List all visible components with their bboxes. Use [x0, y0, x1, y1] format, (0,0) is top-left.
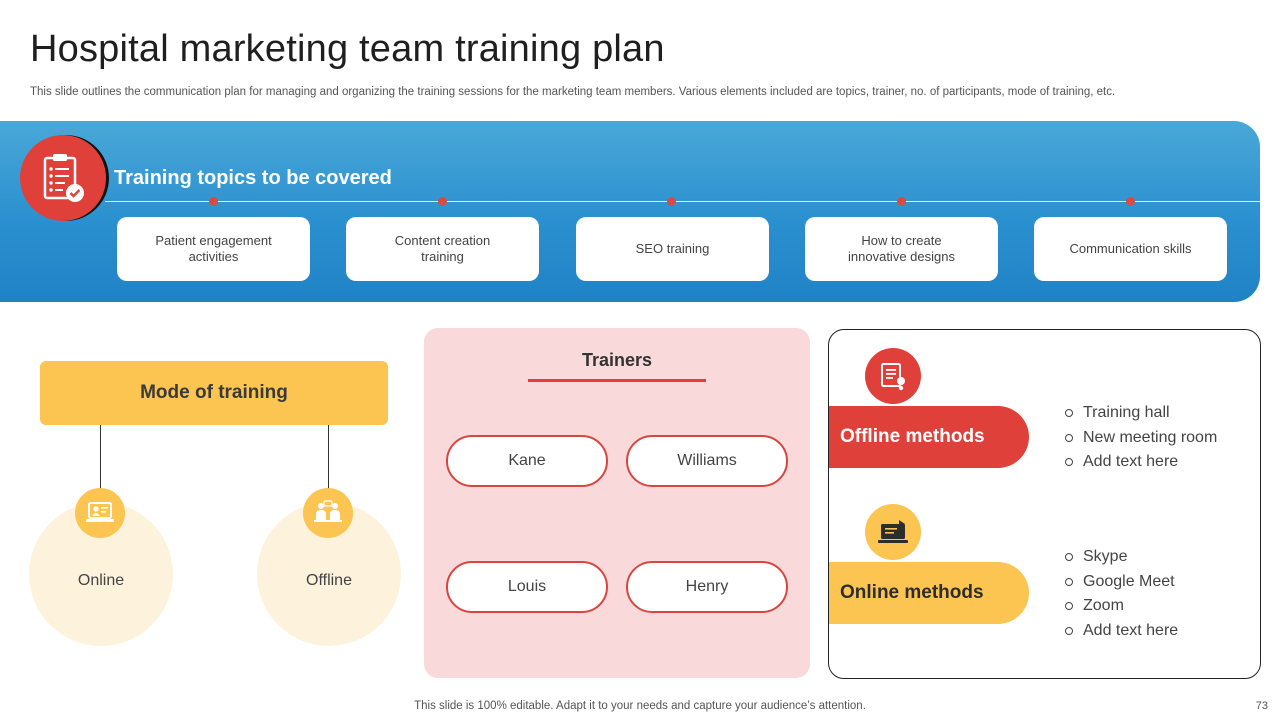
- topic-card: Patient engagement activities: [117, 217, 310, 281]
- topic-card: How to create innovative designs: [805, 217, 998, 281]
- topic-card: Content creation training: [346, 217, 539, 281]
- page-title: Hospital marketing team training plan: [30, 28, 665, 70]
- list-item-text: Zoom: [1083, 597, 1124, 614]
- list-item-text: New meeting room: [1083, 428, 1218, 446]
- document-list-icon: [881, 363, 905, 391]
- mode-heading: Mode of training: [40, 361, 388, 425]
- topics-heading: Training topics to be covered: [114, 167, 392, 189]
- list-item-text: Google Meet: [1083, 572, 1175, 590]
- trainer-pill: Louis: [446, 561, 608, 613]
- topic-card: SEO training: [576, 217, 769, 281]
- mode-icon-offline: [303, 488, 353, 538]
- timeline-dot: [667, 197, 676, 206]
- mode-option-label: Offline: [306, 572, 352, 589]
- trainer-pill: Williams: [626, 435, 788, 487]
- page-subtitle: This slide outlines the communication pl…: [30, 86, 1116, 98]
- connector-line: [328, 425, 329, 489]
- list-item-text: Add text here: [1083, 621, 1179, 639]
- timeline-dot: [438, 197, 447, 206]
- footer-note: This slide is 100% editable. Adapt it to…: [414, 700, 866, 712]
- clipboard-checklist-icon: [43, 154, 84, 202]
- trainers-panel: Trainers Kane Williams Louis Henry: [424, 328, 810, 678]
- meeting-people-icon: [314, 500, 342, 522]
- list-item: Training hall: [1065, 401, 1217, 426]
- online-methods-label: Online methods: [829, 562, 1029, 624]
- online-methods-list: Skype Google Meet Zoom Add text here: [1065, 545, 1178, 643]
- bullet-icon: [1065, 553, 1073, 562]
- bullet-icon: [1065, 577, 1073, 586]
- methods-panel: Offline methods Training hall New meetin…: [828, 329, 1261, 679]
- bullet-icon: [1065, 409, 1073, 418]
- laptop-video-icon: [878, 520, 908, 543]
- laptop-user-icon: [86, 502, 114, 522]
- bullet-icon: [1065, 433, 1073, 442]
- mode-option-label: Online: [77, 572, 125, 589]
- offline-methods-badge: [865, 348, 921, 404]
- list-item: New meeting room: [1065, 426, 1217, 451]
- offline-methods-list: Training hall New meeting room Add text …: [1065, 401, 1217, 475]
- trainer-pill: Henry: [626, 561, 788, 613]
- trainers-underline: [528, 379, 706, 382]
- list-item: Add text here: [1065, 450, 1217, 475]
- bullet-icon: [1065, 602, 1073, 611]
- bullet-icon: [1065, 626, 1073, 635]
- list-item: Skype: [1065, 545, 1178, 570]
- bullet-icon: [1065, 458, 1073, 467]
- list-item-text: Add text here: [1083, 453, 1179, 470]
- offline-methods-label: Offline methods: [829, 406, 1029, 468]
- online-methods-badge: [865, 504, 921, 560]
- list-item: Zoom: [1065, 594, 1178, 619]
- page-number: 73: [1255, 700, 1268, 712]
- list-item: Google Meet: [1065, 570, 1178, 595]
- mode-icon-online: [75, 488, 125, 538]
- topic-card: Communication skills: [1034, 217, 1227, 281]
- list-item: Add text here: [1065, 619, 1178, 644]
- list-item-text: Training hall: [1083, 404, 1170, 421]
- timeline-dot: [1126, 197, 1135, 206]
- list-item-text: Skype: [1083, 548, 1128, 565]
- connector-line: [100, 425, 101, 489]
- trainers-heading: Trainers: [581, 350, 653, 370]
- topics-banner: Training topics to be covered Patient en…: [0, 121, 1260, 302]
- timeline-line: [105, 201, 1260, 202]
- trainer-pill: Kane: [446, 435, 608, 487]
- timeline-dot: [209, 197, 218, 206]
- topics-badge: [20, 135, 106, 221]
- timeline-dot: [897, 197, 906, 206]
